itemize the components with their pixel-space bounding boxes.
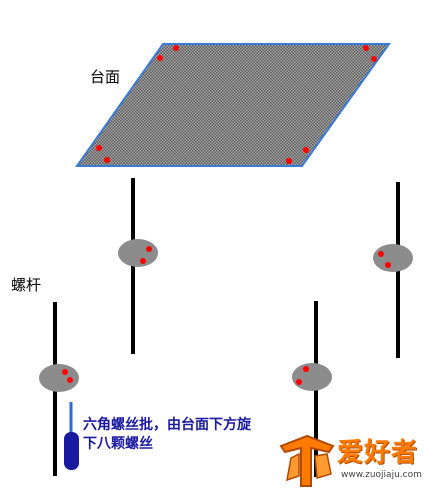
screw-dot	[157, 55, 163, 61]
watermark-text: 爱好者	[337, 438, 419, 468]
foot-plate	[373, 244, 413, 272]
screw-dot	[104, 157, 110, 163]
screw-dot	[146, 246, 152, 252]
screw-dot	[286, 158, 292, 164]
tabletop-screw-dots	[96, 45, 377, 164]
wood-logo-icon	[279, 434, 335, 487]
screw-dot	[303, 147, 309, 153]
screw-dot	[371, 56, 377, 62]
foot-plate	[118, 239, 158, 267]
screw-dot	[96, 145, 102, 151]
screw-dot	[303, 366, 309, 372]
screwdriver-note: 六角螺丝批，由台面下方旋下八颗螺丝	[83, 417, 251, 452]
screw-dot	[363, 45, 369, 51]
foot-plate	[39, 364, 79, 392]
screw-rod-3	[39, 302, 79, 476]
screw-dot	[296, 379, 302, 385]
watermark-url: www.zuojiaju.com	[341, 470, 422, 480]
screw-rod-1	[118, 178, 158, 354]
tabletop-label: 台面	[90, 68, 121, 86]
screw-dot	[173, 45, 179, 51]
screw-dot	[140, 258, 146, 264]
watermark-logo: 爱好者 www.zuojiaju.com	[277, 424, 445, 492]
screw-dot	[62, 369, 68, 375]
screw-rod-label: 螺杆	[11, 276, 42, 294]
screw-dot	[385, 262, 391, 268]
hex-screwdriver-icon	[64, 402, 79, 470]
tabletop-panel	[75, 43, 391, 167]
screw-rod-2	[373, 182, 413, 358]
screw-dot	[378, 251, 384, 257]
foot-plate	[292, 363, 332, 391]
screw-dot	[67, 377, 73, 383]
